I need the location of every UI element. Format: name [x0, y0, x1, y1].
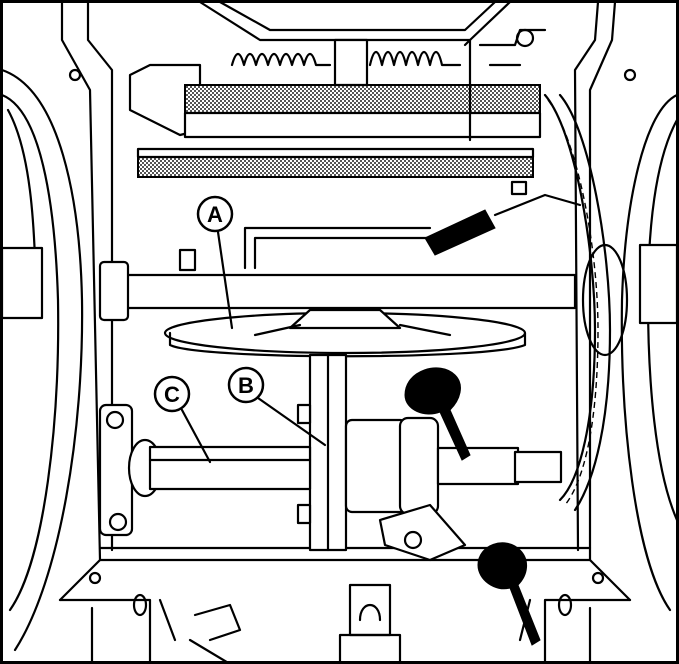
callout-a-label: A [207, 202, 223, 227]
callout-c-label: C [164, 382, 180, 407]
spring-right [370, 52, 460, 65]
callout-b-label: B [238, 373, 254, 398]
shift-linkage [180, 182, 580, 270]
left-wheel [2, 70, 82, 650]
spring-left [232, 54, 330, 65]
right-wheel [622, 95, 677, 610]
friction-disc [165, 310, 525, 356]
bottom-bracket [134, 585, 571, 664]
upper-plates [130, 30, 545, 177]
